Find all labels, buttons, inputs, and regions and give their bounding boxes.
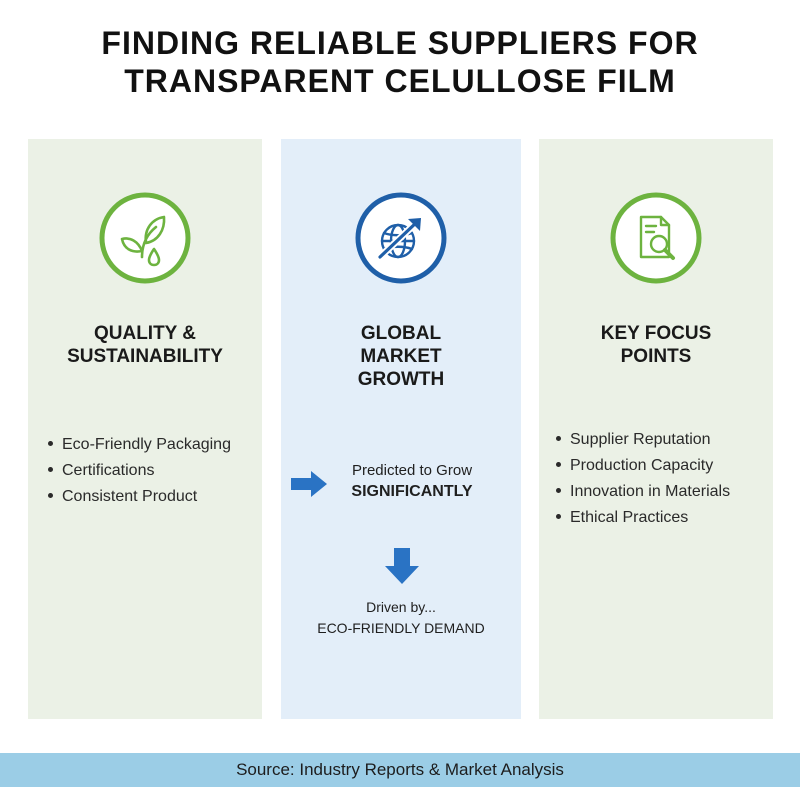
demand-text: ECO-FRIENDLY DEMAND [317,620,485,636]
column-title: QUALITY & SUSTAINABILITY [28,322,262,368]
column-title-line: QUALITY & [93,323,197,344]
globe-growth-arrow-icon [354,191,448,285]
title-line-2: TRANSPARENT CELULLOSE FILM [124,63,676,99]
bullet-dot [556,514,561,520]
page-title: FINDING RELIABLE SUPPLIERS FOR TRANSPARE… [0,24,800,100]
list-item-text: Eco-Friendly Packaging [62,436,231,453]
growth-prediction: Predicted to Grow SIGNIFICANTLY [281,460,521,502]
column-title-line: GROWTH [357,369,445,390]
bullet-dot [556,462,561,468]
document-magnifier-icon [609,191,703,285]
list-item-text: Consistent Product [62,488,198,505]
list-item-text: Production Capacity [570,457,714,474]
list-item: Certifications [48,458,231,484]
arrow-right-icon [291,471,327,497]
bullet-list: Supplier Reputation Production Capacity … [556,427,730,531]
column-title: GLOBAL MARKET GROWTH [281,322,521,391]
list-item: Eco-Friendly Packaging [48,432,231,458]
list-item-text: Innovation in Materials [570,483,731,500]
column-title-line: GLOBAL [360,323,442,344]
global-market-growth-panel: GLOBAL MARKET GROWTH Predicted to Grow S… [281,139,521,719]
column-title-line: POINTS [620,346,692,367]
list-item: Consistent Product [48,484,231,510]
column-title-line: SUSTAINABILITY [67,346,223,367]
bullet-dot [556,436,561,442]
bullet-dot [48,467,53,473]
predicted-text: Predicted to Grow [351,462,473,479]
bullet-dot [48,441,53,447]
list-item: Supplier Reputation [556,427,730,453]
list-item-text: Ethical Practices [570,509,689,526]
bullet-dot [48,493,53,499]
significantly-text: SIGNIFICANTLY [351,483,473,500]
key-focus-points-panel: KEY FOCUS POINTS Supplier Reputation Pro… [539,139,773,719]
source-footer: Source: Industry Reports & Market Analys… [0,753,800,787]
quality-sustainability-panel: QUALITY & SUSTAINABILITY Eco-Friendly Pa… [28,139,262,719]
driven-by-text: Driven by... [366,599,436,615]
growth-driver: Driven by... ECO-FRIENDLY DEMAND [281,597,521,639]
column-title: KEY FOCUS POINTS [539,322,773,368]
arrow-down-icon [385,548,419,584]
column-title-line: KEY FOCUS [600,323,712,344]
list-item: Ethical Practices [556,505,730,531]
column-title-line: MARKET [360,346,442,367]
list-item: Production Capacity [556,453,730,479]
leaf-drop-icon [98,191,192,285]
list-item: Innovation in Materials [556,479,730,505]
list-item-text: Supplier Reputation [570,431,711,448]
bullet-list: Eco-Friendly Packaging Certifications Co… [48,432,231,510]
bullet-dot [556,488,561,494]
list-item-text: Certifications [62,462,155,479]
title-line-1: FINDING RELIABLE SUPPLIERS FOR [101,25,699,61]
